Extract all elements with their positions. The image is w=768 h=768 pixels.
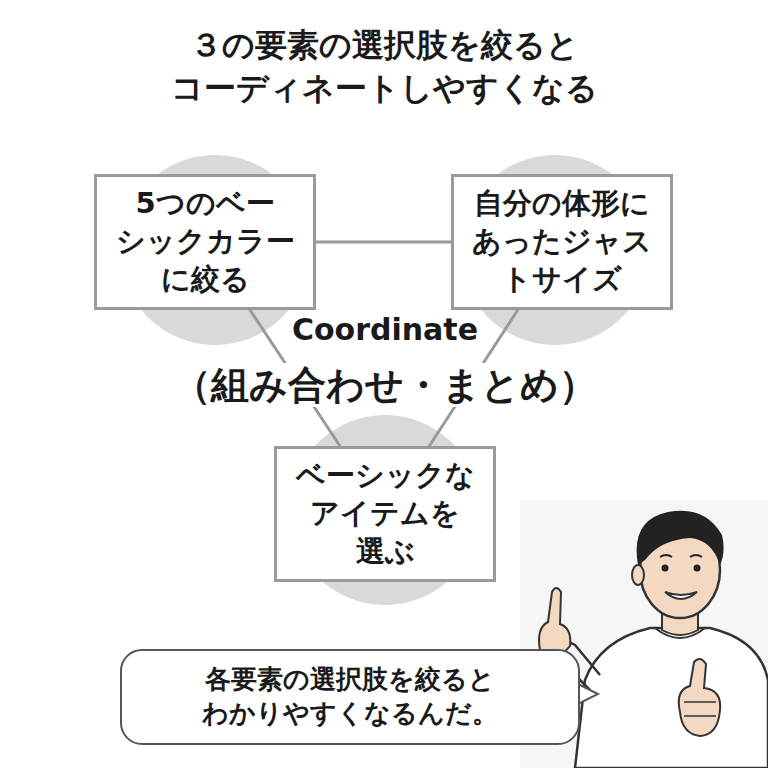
speech-bubble: 各要素の選択肢を絞ると わかりやすくなるんだ。: [120, 649, 580, 745]
node-text: 各要素の選択肢を絞ると わかりやすくなるんだ。: [138, 663, 562, 731]
title: ３の要素の選択肢を絞ると コーディネートしやすくなる: [34, 24, 734, 110]
concept-box: ベーシックな アイテムを 選ぶ: [274, 446, 496, 581]
node-text: 5つのベー シックカラー に絞る: [107, 185, 303, 298]
node-text: ベーシックな アイテムを 選ぶ: [287, 457, 483, 570]
center-label: （組み合わせ・まとめ）: [85, 363, 685, 409]
center-label: Coordinate: [85, 312, 685, 348]
concept-box: 5つのベー シックカラー に絞る: [94, 174, 316, 309]
connector-line: [316, 241, 451, 244]
concept-box: 自分の体形に あったジャス トサイズ: [451, 174, 673, 309]
node-text: 自分の体形に あったジャス トサイズ: [464, 185, 660, 298]
label-text: Coordinate: [290, 312, 480, 347]
label-text: （組み合わせ・まとめ）: [171, 363, 599, 407]
